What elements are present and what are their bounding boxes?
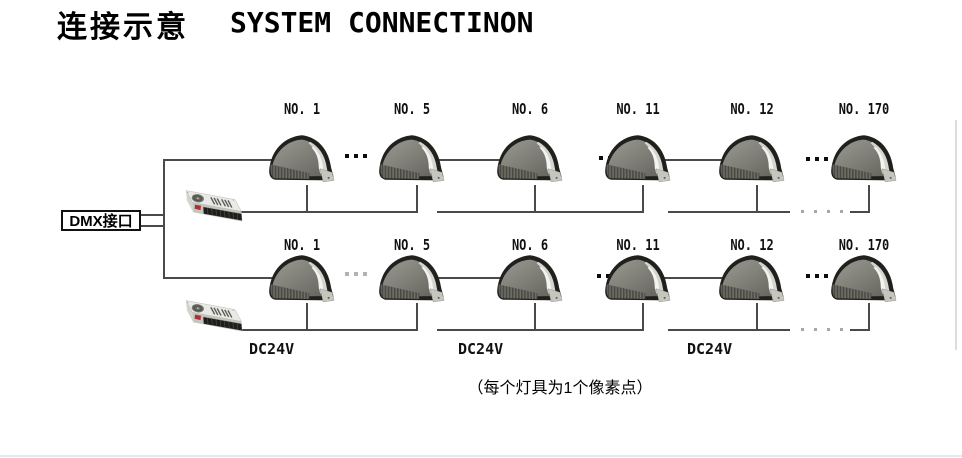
bus-top-3-tail bbox=[850, 211, 870, 213]
signal-top-ellipsis-dot bbox=[354, 154, 358, 158]
fixture-label: NO. 12 bbox=[730, 100, 774, 118]
fixture-label: NO. 5 bbox=[393, 100, 431, 118]
wire-top-drop-2 bbox=[416, 185, 418, 213]
bus-bottom-ellipsis-dot bbox=[827, 328, 830, 331]
lamp-fixture bbox=[601, 133, 675, 187]
fixture-label: NO. 12 bbox=[730, 236, 774, 254]
wire-dmx-branch-vertical bbox=[163, 159, 165, 279]
bus-top-2 bbox=[437, 211, 644, 213]
lamp-fixture bbox=[493, 133, 567, 187]
lamp-fixture bbox=[265, 253, 339, 307]
bus-bottom-1 bbox=[240, 329, 418, 331]
lamp-fixture bbox=[715, 133, 789, 187]
bus-bottom-2 bbox=[437, 329, 644, 331]
signal-top-ellipsis-dot bbox=[345, 154, 349, 158]
wire-top-drop-3 bbox=[534, 185, 536, 213]
signal-top-ellipsis-dot bbox=[824, 157, 828, 161]
bus-bottom-3-tail bbox=[850, 329, 870, 331]
page-edge-line bbox=[955, 120, 957, 350]
wire-bottom-drop-4 bbox=[642, 303, 644, 331]
signal-bottom-ellipsis-dot bbox=[345, 272, 349, 276]
psu-voltage-label: DC24V bbox=[687, 340, 733, 358]
wire-bottom-drop-1 bbox=[306, 303, 308, 331]
wire-bottom-link-2-3 bbox=[412, 277, 532, 279]
bus-top-1 bbox=[240, 211, 418, 213]
bus-top-ellipsis-dot bbox=[827, 210, 830, 213]
wire-bottom-link-4-5 bbox=[638, 277, 754, 279]
fixture-label: NO. 11 bbox=[616, 236, 660, 254]
wire-top-drop-1 bbox=[306, 185, 308, 213]
lamp-fixture bbox=[601, 253, 675, 307]
signal-top-ellipsis-dot bbox=[363, 154, 367, 158]
signal-bottom-ellipsis-dot bbox=[806, 274, 810, 278]
fixture-label: NO. 6 bbox=[511, 100, 549, 118]
fixture-label: NO. 6 bbox=[511, 236, 549, 254]
wire-top-drop-5 bbox=[756, 185, 758, 213]
page-title-en: SYSTEM CONNECTINON bbox=[230, 6, 534, 39]
signal-bottom-ellipsis-dot bbox=[824, 274, 828, 278]
fixture-label: NO. 11 bbox=[616, 100, 660, 118]
fixture-label: NO. 170 bbox=[838, 100, 890, 118]
lamp-fixture bbox=[493, 253, 567, 307]
psu-voltage-label: DC24V bbox=[458, 340, 504, 358]
footnote: （每个灯具为1个像素点） bbox=[467, 380, 653, 397]
page-title-zh: 连接示意 bbox=[57, 11, 189, 44]
fixture-label: NO. 1 bbox=[283, 236, 321, 254]
wire-dmx-stub-upper bbox=[141, 214, 165, 216]
lamp-fixture bbox=[827, 133, 901, 187]
wire-top-drop-6 bbox=[868, 185, 870, 213]
fixture-label: NO. 5 bbox=[393, 236, 431, 254]
bus-bottom-ellipsis-dot bbox=[840, 328, 843, 331]
signal-top-ellipsis-dot bbox=[815, 157, 819, 161]
bus-top-ellipsis-dot bbox=[801, 210, 804, 213]
dmx-interface-label: DMX接口 bbox=[69, 213, 133, 230]
dmx-interface-box: DMX接口 bbox=[61, 210, 141, 231]
signal-bottom-ellipsis-dot bbox=[363, 272, 367, 276]
wire-top-drop-4 bbox=[642, 185, 644, 213]
signal-bottom-ellipsis-dot bbox=[597, 274, 601, 278]
lamp-fixture bbox=[715, 253, 789, 307]
psu-voltage-label: DC24V bbox=[249, 340, 295, 358]
fixture-label: NO. 1 bbox=[283, 100, 321, 118]
wire-bottom-drop-3 bbox=[534, 303, 536, 331]
wire-bottom-drop-6 bbox=[868, 303, 870, 331]
signal-top-ellipsis-dot bbox=[599, 156, 603, 160]
signal-bottom-ellipsis-dot bbox=[354, 272, 358, 276]
signal-top-ellipsis-dot bbox=[806, 157, 810, 161]
bus-top-ellipsis-dot bbox=[814, 210, 817, 213]
lamp-fixture bbox=[827, 253, 901, 307]
bus-bottom-ellipsis-dot bbox=[801, 328, 804, 331]
wire-dmx-stub-lower bbox=[141, 225, 165, 227]
signal-bottom-ellipsis-dot bbox=[815, 274, 819, 278]
wire-bottom-drop-5 bbox=[756, 303, 758, 331]
bus-bottom-ellipsis-dot bbox=[814, 328, 817, 331]
wire-top-feed bbox=[164, 159, 304, 161]
bus-top-ellipsis-dot bbox=[840, 210, 843, 213]
bottom-divider bbox=[0, 455, 962, 457]
wire-bottom-feed bbox=[164, 277, 304, 279]
bus-top-3 bbox=[668, 211, 790, 213]
wire-bottom-drop-2 bbox=[416, 303, 418, 331]
signal-bottom-ellipsis-dot bbox=[606, 274, 610, 278]
wire-top-link-2-3 bbox=[412, 159, 532, 161]
fixture-label: NO. 170 bbox=[838, 236, 890, 254]
lamp-fixture bbox=[375, 133, 449, 187]
power-supply-unit bbox=[172, 296, 250, 346]
lamp-fixture bbox=[375, 253, 449, 307]
wire-top-link-4-5 bbox=[638, 159, 754, 161]
lamp-fixture bbox=[265, 133, 339, 187]
bus-bottom-3 bbox=[668, 329, 790, 331]
power-supply-unit bbox=[172, 186, 250, 236]
